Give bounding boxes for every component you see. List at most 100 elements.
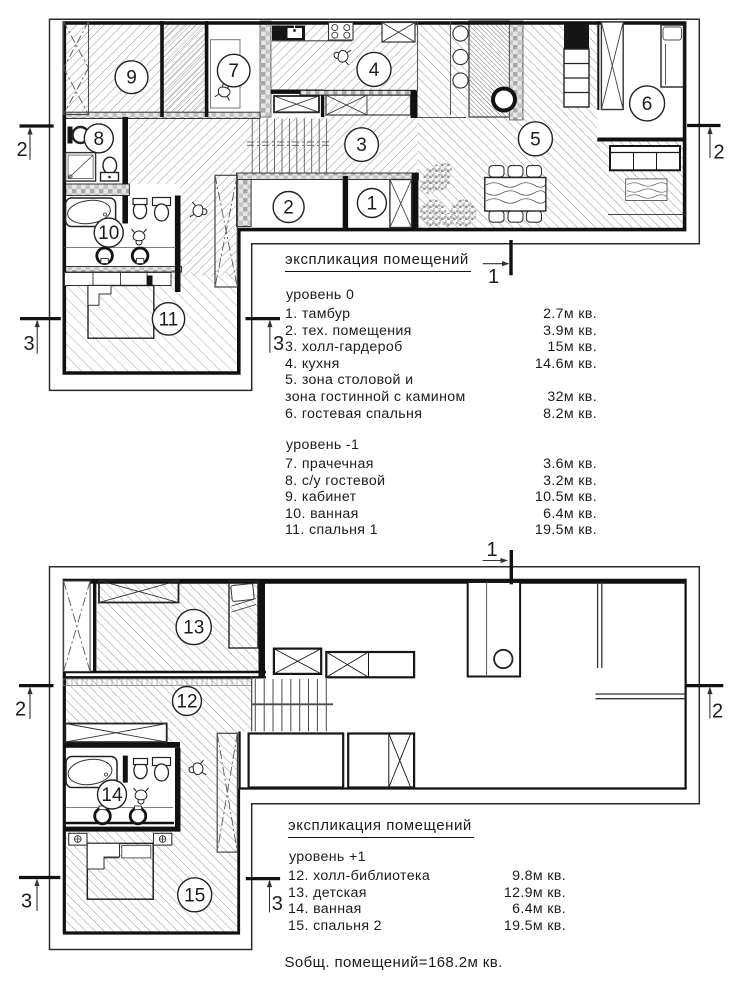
- marker-3-right-plan1: 3: [245, 317, 284, 355]
- room-8-number: 8: [94, 129, 105, 150]
- marker-1-plan1: 1: [482, 240, 513, 288]
- room-4-circle: [356, 51, 392, 88]
- legend1-heading-level0: уровень 0: [286, 287, 355, 303]
- legend-level-p1: экспликация помещений уровень +1 12. хол…: [288, 811, 566, 941]
- marker-2-left-plan1-label: 2: [16, 139, 27, 161]
- plan2-outer-boundary: [48, 566, 701, 951]
- legend1-heading-levelm1: уровень -1: [286, 437, 360, 453]
- bar-stools: [450, 21, 469, 115]
- marker-2-right-plan2: 2: [685, 683, 724, 723]
- marker-2-left-plan2: 2: [15, 683, 54, 721]
- marker-3-left-plan2: 3: [19, 875, 61, 913]
- void-railing: [595, 582, 686, 700]
- marker-2-left-plan1: 2: [16, 124, 54, 161]
- room-14-number: 14: [101, 785, 123, 806]
- room-1-circle: [356, 187, 388, 219]
- dining-table: [484, 165, 547, 223]
- bathroom8-fixtures: [64, 125, 120, 182]
- room-15-number: 15: [184, 885, 205, 906]
- stairs-level-p1: [251, 676, 333, 732]
- room-2-number: 2: [283, 198, 294, 219]
- marker-1-top-plan2: 1: [482, 539, 513, 585]
- marker-1-plan1-label: 1: [488, 266, 499, 288]
- plan-level-0: 1 2 3 4 5 6 7 8 9 10 11: [48, 18, 701, 392]
- wardrobe-room13-left: [63, 580, 91, 673]
- bookshelf-room12: [62, 678, 253, 686]
- person-figure-bath14: [133, 787, 149, 805]
- room-9-number: 9: [126, 68, 137, 89]
- round-table: [491, 86, 517, 113]
- room-3-number: 3: [356, 135, 367, 156]
- marker-2-right-plan1-label: 2: [713, 142, 724, 164]
- bed-room15: [68, 832, 173, 900]
- legend2-heading: уровень +1: [289, 849, 366, 865]
- room-12-circle: [171, 685, 203, 717]
- room-7-number: 7: [228, 61, 239, 82]
- room-4-number: 4: [369, 60, 380, 81]
- room-7-circle: [216, 53, 251, 88]
- bed-room13: [228, 580, 259, 649]
- room-10-number: 10: [98, 223, 119, 244]
- marker-3-left-plan1: 3: [20, 317, 61, 355]
- room-14-circle: [96, 779, 128, 810]
- room-12-number: 12: [176, 692, 197, 713]
- stairs-level0: [247, 118, 332, 173]
- marker-3-right-plan2: 3: [245, 876, 283, 915]
- room-6-number: 6: [642, 94, 653, 115]
- room-13-number: 13: [183, 618, 204, 639]
- marker-3-left-plan2-label: 3: [21, 891, 32, 913]
- void-boxes: [247, 647, 416, 789]
- wardrobe-room9: [62, 20, 90, 116]
- plants: [419, 163, 477, 227]
- corridor-wardrobe-p1: [216, 732, 238, 853]
- legend-row: 5. зона столовой и: [285, 372, 414, 389]
- plan-level-p1: 12 13 14 15: [48, 566, 701, 951]
- room-9-circle: [114, 60, 149, 95]
- legend2-title: экспликация помещений: [288, 817, 474, 838]
- fireplace-shelving: [563, 24, 590, 108]
- room-1-number: 1: [367, 194, 378, 215]
- section-markers: 2 2 3 3 1 1 2: [15, 123, 725, 915]
- chimney-shaft: [466, 581, 522, 678]
- room-5-number: 5: [530, 129, 541, 150]
- room-10-circle: [93, 217, 124, 248]
- room-11-circle: [151, 301, 186, 336]
- room-8-circle: [83, 123, 115, 154]
- marker-2-left-plan2-label: 2: [15, 699, 26, 721]
- closet-room1: [389, 178, 413, 229]
- room-11-number: 11: [159, 309, 179, 330]
- legend-levels-0-m1: экспликация помещений уровень 0 1. тамбу…: [285, 245, 597, 545]
- room-circles-plan1: 1 2 3 4 5 6 7 8 9 10 11: [83, 51, 666, 336]
- rug: [625, 178, 668, 201]
- closet-room12: [64, 722, 168, 744]
- bathroom10-fixtures: [64, 196, 176, 266]
- marker-3-right-plan1-label: 3: [273, 333, 284, 355]
- room-circles-plan2: 12 13 14 15: [96, 608, 213, 913]
- hall-wardrobes: [273, 21, 466, 118]
- bed-room6: [660, 24, 685, 88]
- room-13-circle: [175, 608, 212, 646]
- plan1-outer-boundary: [48, 18, 701, 392]
- legend1-title: экспликация помещений: [285, 251, 471, 272]
- marker-1-top-plan2-label: 1: [486, 539, 497, 561]
- room-2-circle: [272, 190, 305, 224]
- room-5-circle: [517, 121, 554, 157]
- wardrobe-room13-top: [98, 579, 180, 604]
- room-3-circle: [344, 127, 380, 163]
- legend-total-area: Sобщ. помещений=168.2м кв.: [284, 954, 503, 971]
